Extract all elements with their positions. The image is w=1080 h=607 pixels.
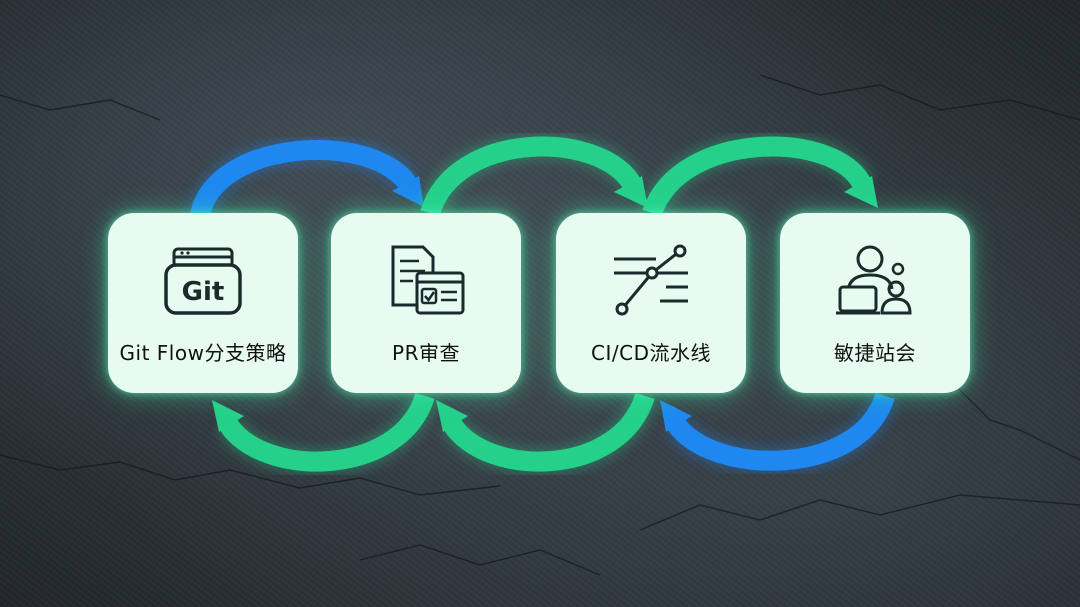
arrow-pr-to-git-head (212, 400, 244, 432)
arrow-pr-to-git-body (219, 392, 435, 472)
pipeline-icon (614, 244, 688, 316)
arrow-pr-to-ci-body (420, 136, 641, 217)
node-label-agile: 敏捷站会 (834, 341, 916, 365)
git-icon-text: Git (182, 277, 225, 307)
node-pr-review: PR审查 (331, 213, 521, 393)
arrow-pr-to-git (212, 391, 438, 475)
arrow-ci-to-agile-head (844, 176, 878, 208)
arrow-pr-to-ci-head (614, 176, 648, 208)
arrow-ci-to-agile-body (642, 136, 871, 217)
arrow-ci-to-pr-head (436, 400, 468, 432)
arrow-ci-to-pr (436, 391, 658, 475)
node-ci-cd: CI/CD流水线 (556, 213, 746, 393)
arrow-agile-to-ci (660, 391, 898, 474)
arrow-git-to-pr-head (392, 176, 424, 207)
team-meeting-icon (836, 245, 912, 315)
node-label-ci: CI/CD流水线 (591, 341, 711, 365)
arrow-git-to-pr-body (190, 140, 417, 218)
arrow-ci-to-agile (639, 133, 878, 219)
node-git-flow: Git Git Flow分支策略 (108, 213, 298, 393)
git-icon: Git (164, 247, 242, 315)
node-label-pr: PR审查 (392, 341, 460, 365)
arrow-agile-to-ci-body (667, 392, 895, 471)
arrow-pr-to-ci (417, 133, 648, 218)
arrow-git-to-pr (187, 137, 424, 219)
arrow-agile-to-ci-head (660, 400, 692, 432)
arrow-ci-to-pr-body (443, 392, 655, 472)
node-label-git: Git Flow分支策略 (119, 341, 287, 365)
node-agile-standup: 敏捷站会 (780, 213, 970, 393)
code-review-document-icon (391, 245, 465, 315)
